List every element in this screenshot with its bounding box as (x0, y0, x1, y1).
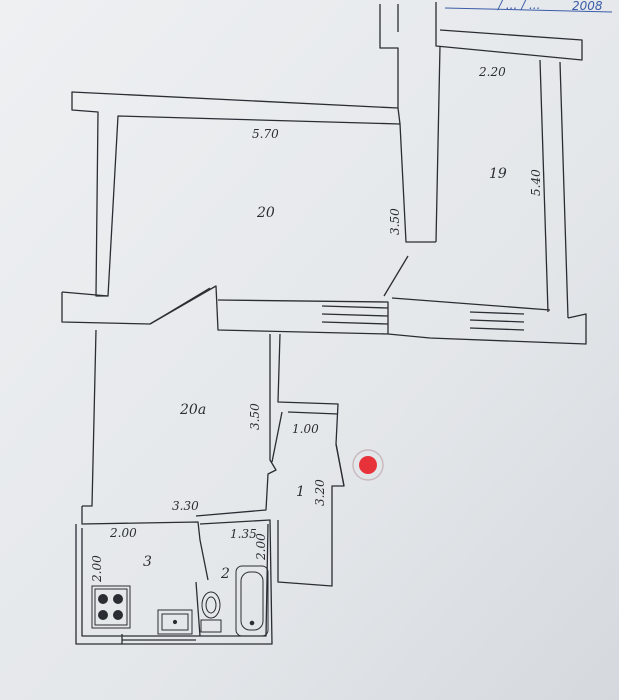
room-3-number: 3 (143, 554, 152, 570)
dim-r20-depth: 3.50 (388, 208, 402, 235)
toilet-icon (200, 591, 222, 633)
dim-r3-width: 2.00 (109, 526, 137, 540)
partition-kitchen-bath (195, 581, 201, 637)
walls (61, 2, 587, 645)
room-20a-number: 20a (179, 402, 206, 418)
door-20a-20 (149, 287, 211, 325)
dim-r20a-depth: 3.50 (248, 403, 262, 430)
wall-bath-kitchen-outer (75, 519, 273, 645)
dim-r2-depth: 2.00 (254, 533, 268, 561)
dim-r19-depth: 5.40 (529, 169, 543, 196)
red-dot-marker (352, 449, 384, 481)
wall-19-right-inner (539, 59, 549, 313)
wall-kitchen-top (81, 506, 209, 581)
bathtub-icon (235, 565, 269, 637)
wall-19-top (435, 2, 583, 61)
room-1-number: 1 (296, 484, 305, 500)
dim-r1-depth: 3.20 (313, 479, 327, 506)
dim-r20-width: 5.70 (252, 127, 279, 141)
window-20 (321, 305, 389, 325)
wall-middle-inner (217, 299, 389, 334)
stove-icon (91, 585, 131, 629)
room-20-number: 20 (256, 205, 275, 221)
dim-r19-width: 2.20 (478, 65, 506, 79)
room-19-number: 19 (489, 166, 507, 182)
dim-r1-width: 1.00 (292, 422, 319, 436)
wall-19-right-outer (559, 61, 569, 319)
wall-middle-long (61, 285, 587, 345)
wall-19-left-inner (435, 45, 441, 243)
wall-stair-left (379, 4, 399, 108)
handwriting-left: / ... / ... (497, 0, 540, 12)
header-handwriting: / ... / ... 2008 (444, 0, 613, 13)
wall-20a-right (195, 334, 277, 517)
handwriting-right: 2008 (572, 0, 603, 13)
room-2-number: 2 (220, 566, 230, 582)
dim-r3-depth: 2.00 (90, 555, 104, 583)
partition-20-19 (399, 123, 436, 243)
dim-r20a-width: 3.30 (172, 499, 199, 513)
window-kitchen (121, 634, 196, 644)
wall-20a-left (82, 329, 97, 507)
window-19 (469, 311, 525, 331)
sink-icon (157, 609, 193, 635)
door-hall (271, 411, 283, 463)
dim-r2-width: 1.35 (230, 527, 257, 541)
door-20-19 (383, 255, 409, 297)
